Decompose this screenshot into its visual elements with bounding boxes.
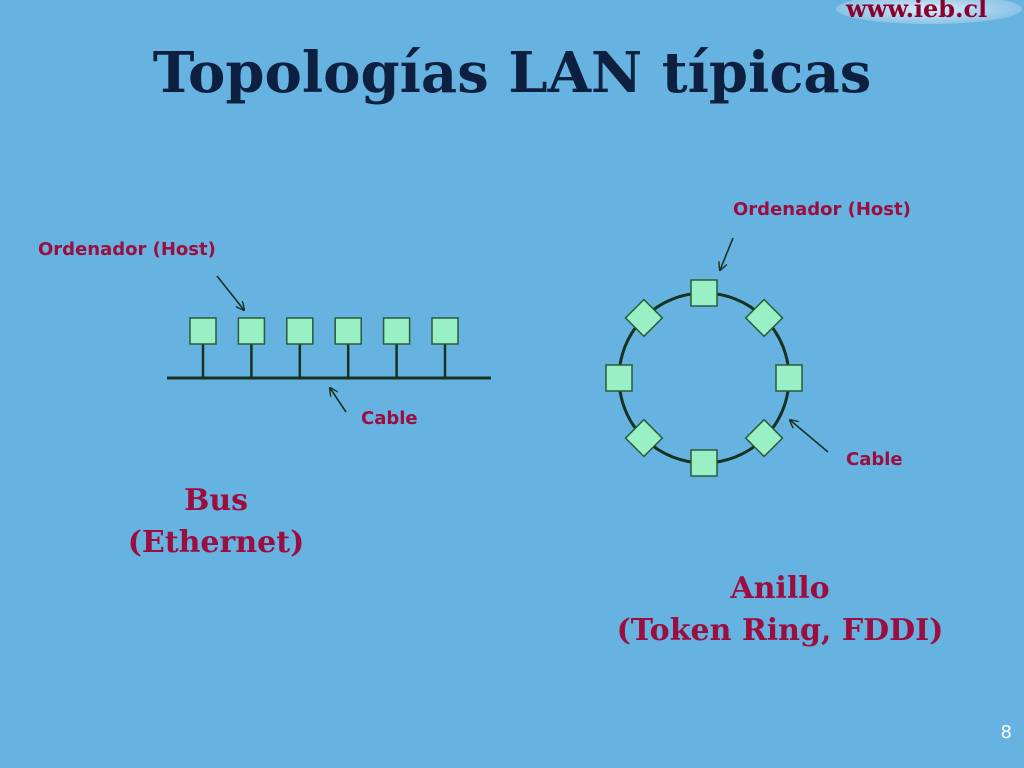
ring-host-node bbox=[624, 298, 664, 338]
ring-host-node bbox=[775, 364, 803, 392]
ring-host-node bbox=[624, 418, 664, 458]
ring-cable-arrow bbox=[790, 420, 829, 453]
ring-host-node bbox=[605, 364, 633, 392]
bus-name: Bus bbox=[183, 483, 249, 518]
ring-name: Anillo bbox=[730, 571, 830, 606]
ring-host-node bbox=[744, 298, 784, 338]
ring-topology bbox=[605, 237, 829, 477]
ring-host-node bbox=[744, 418, 784, 458]
brand-logo[interactable] bbox=[836, 0, 1022, 24]
bus-host-node bbox=[286, 317, 314, 345]
ring-host-node bbox=[690, 279, 718, 307]
ring-host-arrow bbox=[720, 237, 734, 270]
bus-host-label: Ordenador (Host) bbox=[38, 239, 216, 260]
bus-hosts bbox=[189, 317, 459, 378]
page-number: 8 bbox=[1000, 722, 1012, 743]
bus-host-node bbox=[382, 317, 411, 345]
slide-title: Topologías LAN típicas bbox=[152, 40, 872, 106]
ring-hosts bbox=[605, 279, 803, 477]
bus-cable-arrow bbox=[330, 388, 347, 413]
bus-protocol: (Ethernet) bbox=[127, 525, 305, 560]
bus-cable-label: Cable bbox=[361, 408, 418, 429]
ring-host-node bbox=[690, 449, 718, 477]
ring-protocol: (Token Ring, FDDI) bbox=[616, 613, 944, 648]
bus-host-arrow bbox=[216, 275, 244, 310]
bus-host-node bbox=[237, 317, 266, 345]
bus-caption: Bus (Ethernet) bbox=[96, 480, 336, 564]
bus-host-node bbox=[431, 317, 459, 345]
ring-caption: Anillo (Token Ring, FDDI) bbox=[590, 568, 970, 652]
ring-host-label: Ordenador (Host) bbox=[733, 199, 911, 220]
brand-url[interactable]: www.ieb.cl bbox=[846, 0, 988, 23]
ring-cable-label: Cable bbox=[846, 449, 903, 470]
bus-host-node bbox=[189, 317, 217, 345]
bus-topology bbox=[167, 275, 491, 413]
bus-host-node bbox=[334, 317, 362, 345]
